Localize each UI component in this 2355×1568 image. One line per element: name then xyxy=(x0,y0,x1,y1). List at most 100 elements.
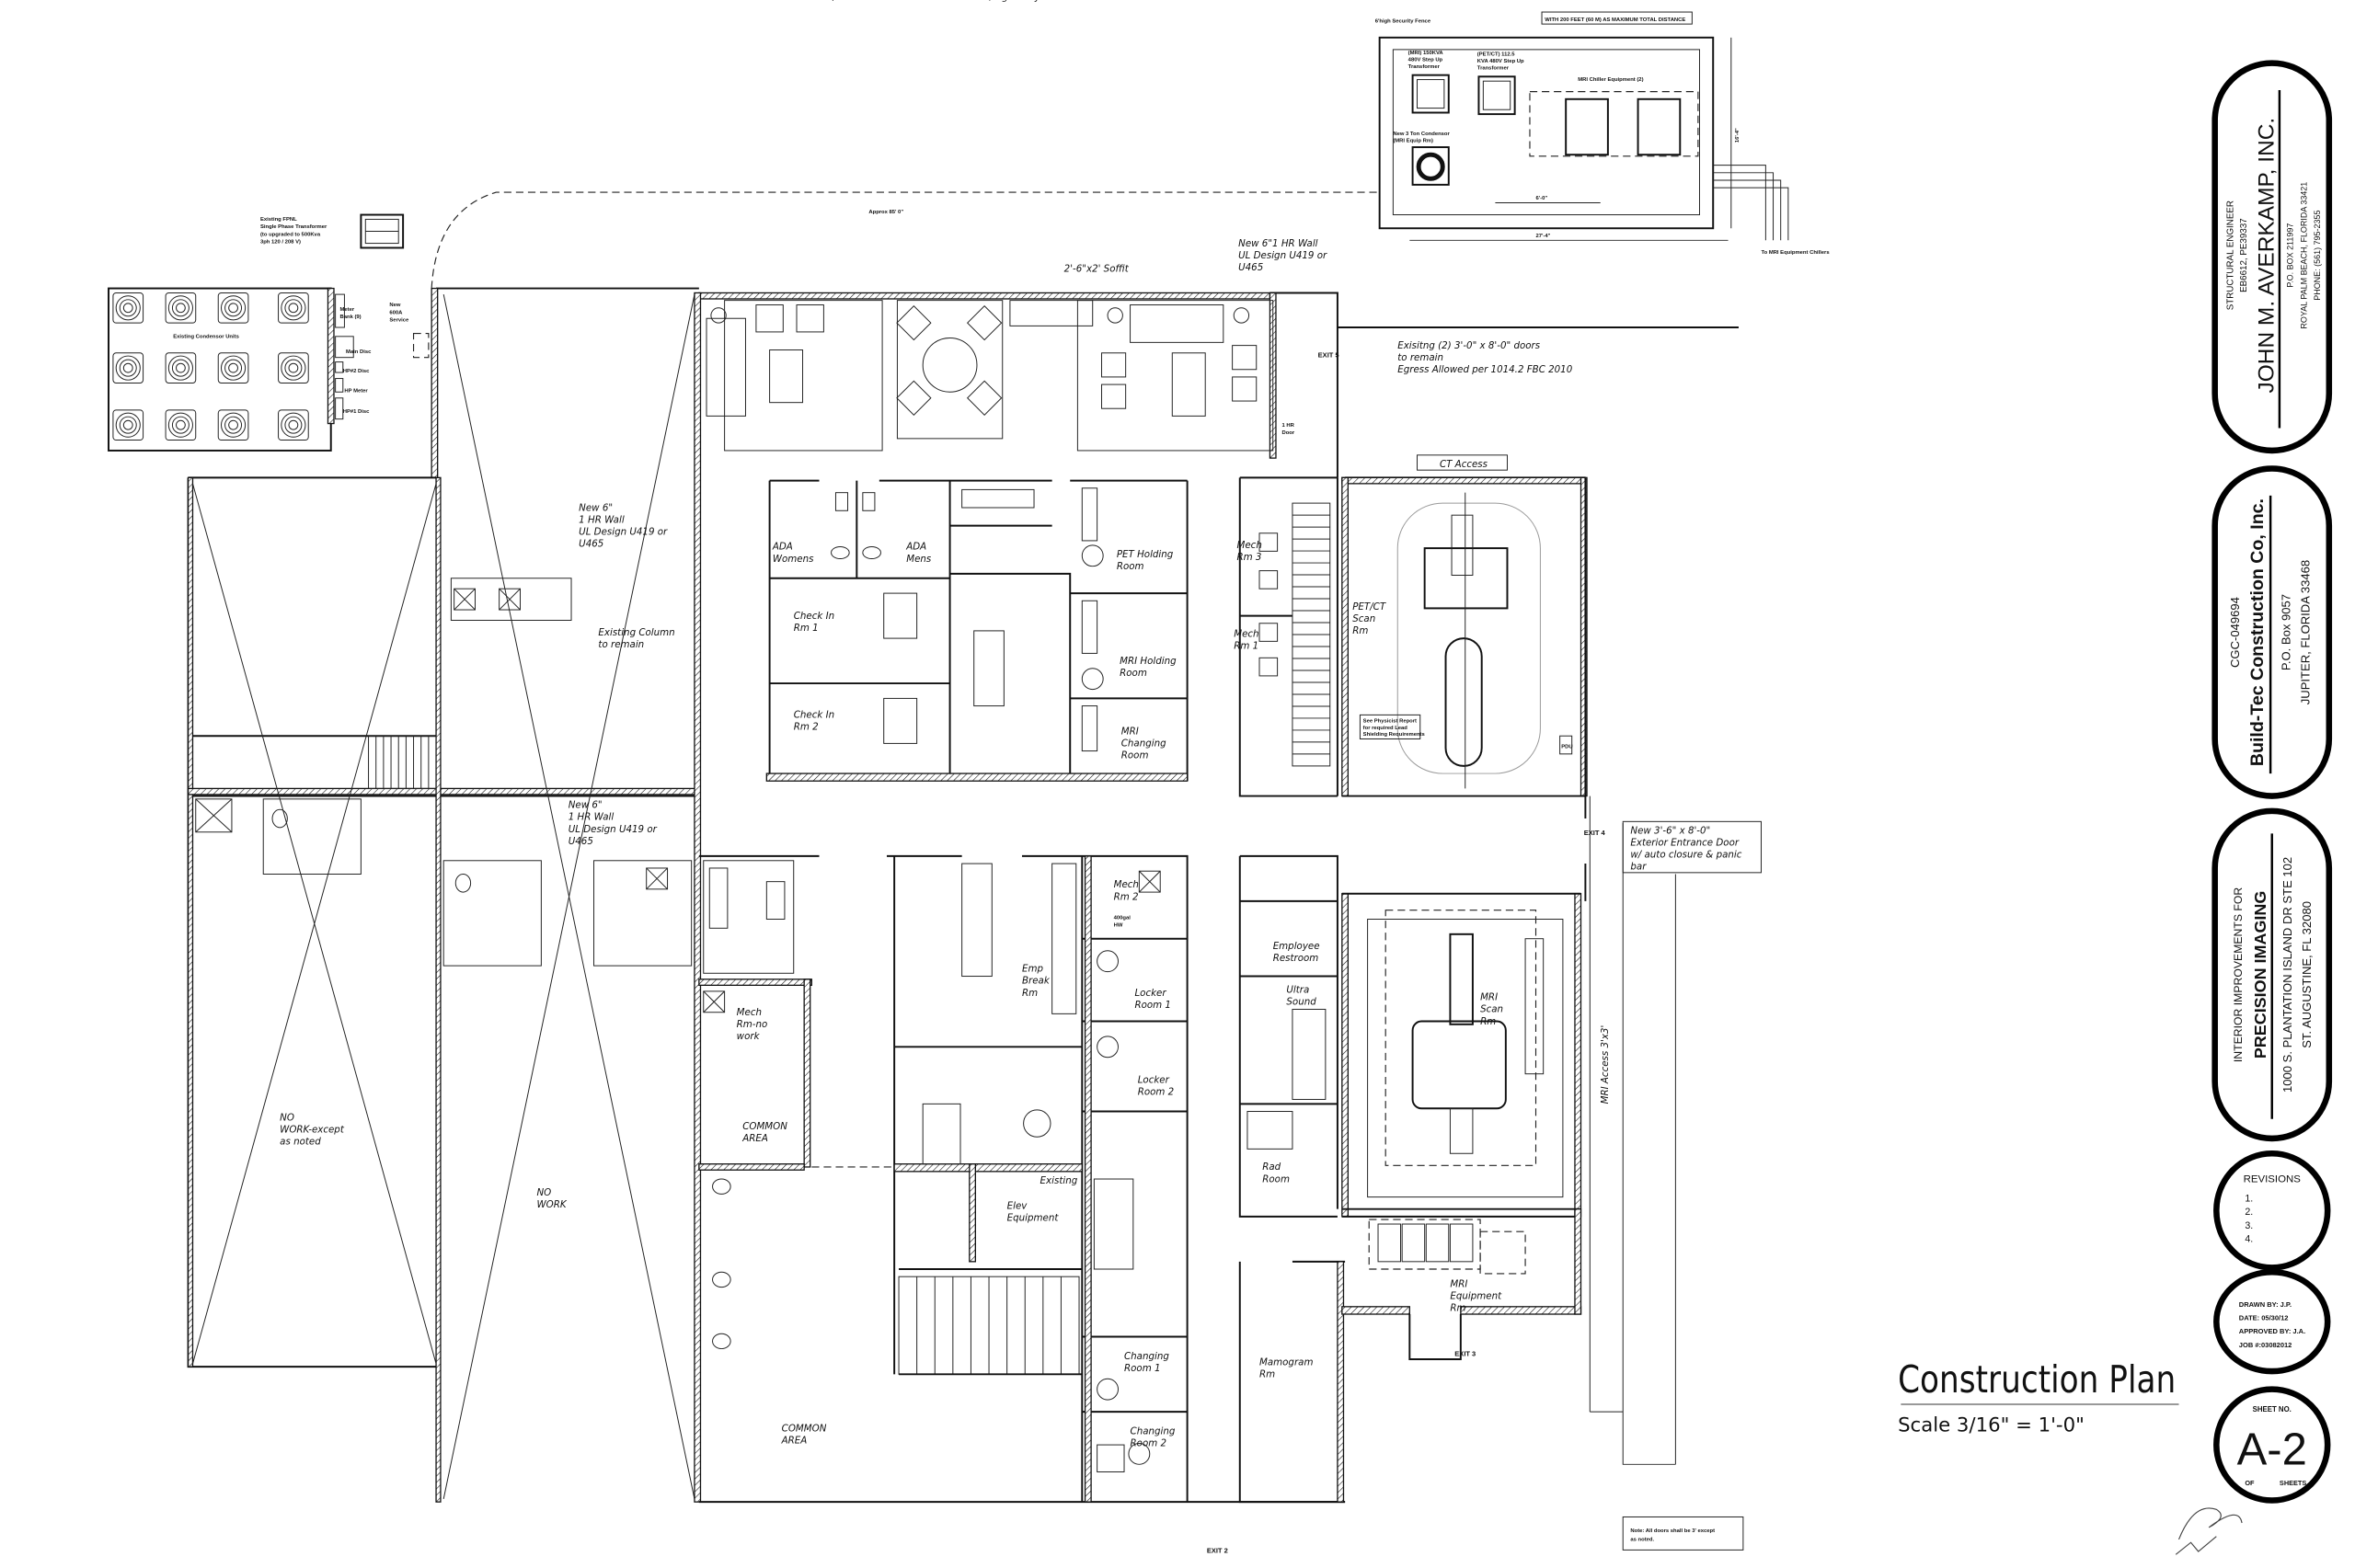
label-notes-ct_access: CT Access xyxy=(1440,459,1488,470)
stairs-lower xyxy=(898,1276,1080,1375)
wall xyxy=(1574,893,1582,1218)
label-notes-soffit: 2'-6"x2' Soffit xyxy=(1064,264,1130,275)
label-notes-hw-0: 400gal xyxy=(1114,915,1132,921)
label-equipment_yard-dim_depth: 16'-4" xyxy=(1735,128,1740,143)
label-equipment_yard-fence: 6'high Security Fence xyxy=(1375,18,1431,24)
label-notes-wall_left2-3: U465 xyxy=(569,836,593,847)
label-rooms-mri_scan-1: Scan xyxy=(1480,1004,1503,1015)
equipment-yard xyxy=(1378,11,1789,241)
label-rooms-mech_nowork-1: Rm-no xyxy=(737,1019,768,1030)
label-rooms-common2-0: COMMON xyxy=(782,1423,827,1434)
label-notes-hw-1: HW xyxy=(1114,923,1123,929)
condenser-unit xyxy=(278,352,309,383)
label-equipment_yard-condensor-0: New 3 Ton Condensor xyxy=(1393,132,1450,137)
label-rooms-petct-1: Scan xyxy=(1352,613,1375,624)
label-notes-no_work_except-0: NO xyxy=(280,1112,294,1123)
label-notes-doors-1: to remain xyxy=(1397,352,1443,363)
label-rooms-mamogram-1: Rm xyxy=(1259,1369,1275,1380)
label-rooms-rad-0: Rad xyxy=(1262,1162,1281,1173)
label-rooms-petct-0: PET/CT xyxy=(1352,601,1386,612)
condenser-units xyxy=(108,287,332,452)
label-rooms-mech1-0: Mech xyxy=(1234,628,1258,639)
label-notes-wall_left1-1: 1 HR Wall xyxy=(579,514,625,525)
wall xyxy=(698,1163,805,1171)
label-rooms-mech1-1: Rm 1 xyxy=(1234,641,1258,652)
label-rooms-checkin1-1: Rm 1 xyxy=(794,623,819,634)
label-title_block-project-city: ST. AUGUSTINE, FL 32080 xyxy=(2300,901,2314,1048)
label-notes-wall_top-2: U465 xyxy=(1238,262,1263,273)
label-title_block-sheet-sheets: SHEETS xyxy=(2280,1479,2306,1487)
label-rooms-break-2: Rm xyxy=(1022,988,1038,999)
label-site-hp1: HP#1 Disc xyxy=(343,409,370,415)
label-notes-wall_left1-2: UL Design U419 or xyxy=(579,526,668,537)
label-notes-no_work_except-1: WORK-except xyxy=(280,1124,345,1135)
waiting-furniture xyxy=(706,300,1274,452)
label-equipment_yard-dim_width: 27'-4" xyxy=(1536,234,1551,239)
label-rooms-common1-1: AREA xyxy=(741,1133,768,1144)
label-rooms-mri_holding-1: Room xyxy=(1120,668,1147,679)
label-rooms-elev_equip-0: Elev xyxy=(1007,1201,1028,1212)
label-notes-hr_door-0: 1 HR xyxy=(1282,423,1295,429)
label-notes-wall_left1-0: New 6" xyxy=(579,502,613,513)
condenser-unit xyxy=(217,352,249,383)
wall xyxy=(765,773,1189,782)
label-rooms-office1-0: Office 1 xyxy=(965,0,1002,3)
wall xyxy=(327,287,335,425)
label-rooms-checkin1-0: Check In xyxy=(794,611,834,622)
label-rooms-mri_changing-1: Changing xyxy=(1121,738,1166,750)
label-rooms-petct-2: Rm xyxy=(1352,625,1368,636)
wall xyxy=(893,1163,1083,1173)
mri-equipment xyxy=(1368,1219,1526,1275)
title-block xyxy=(1901,60,2333,1555)
label-sheet-scale: Scale 3/16" = 1'-0" xyxy=(1898,1413,2085,1436)
label-title_block-engineer-license: EB6612, PE39337 xyxy=(2239,218,2249,292)
label-notes-doors-2: Egress Allowed per 1014.2 FBC 2010 xyxy=(1397,364,1572,375)
stairs-left xyxy=(368,735,437,789)
no-work-x-center xyxy=(442,293,695,1499)
label-rooms-locker2-1: Room 2 xyxy=(1138,1087,1175,1098)
label-rooms-locker2-0: Locker xyxy=(1138,1074,1170,1085)
label-notes-physicist-0: See Physicist Report xyxy=(1363,719,1417,725)
label-site-transformer-0: Existing FPNL xyxy=(260,217,297,223)
label-notes-exterior_door-0: New 3'-6" x 8'-0" xyxy=(1630,825,1710,836)
label-rooms-mech2-1: Rm 2 xyxy=(1114,891,1139,902)
stairs-right xyxy=(1292,502,1331,767)
wall xyxy=(1574,1208,1582,1315)
wall xyxy=(1341,1306,1410,1315)
label-title_block-info-date: DATE: 05/30/12 xyxy=(2239,1314,2289,1322)
label-exits-2: EXIT 3 xyxy=(1454,1350,1476,1358)
label-notes-wall_left2-2: UL Design U419 or xyxy=(569,824,658,835)
petct-scanner xyxy=(1359,492,1573,789)
label-rooms-dexa-0: Dexa xyxy=(1106,0,1120,2)
label-site-transformer-2: (to upgraded to 500Kva xyxy=(260,232,321,237)
condenser-unit xyxy=(165,292,197,324)
label-notes-doors-0: Exisitng (2) 3'-0" x 8'-0" doors xyxy=(1397,340,1541,351)
label-notes-wall_left2-0: New 6" xyxy=(569,800,603,811)
label-title_block-info-job: JOB #:03082012 xyxy=(2239,1341,2292,1349)
label-rooms-changing2-0: Changing xyxy=(1131,1426,1176,1437)
label-site-transformer-3: 3ph 120 / 208 V) xyxy=(260,240,301,246)
wall xyxy=(969,1163,976,1263)
label-title_block-engineer-po: P.O. BOX 211997 xyxy=(2286,223,2295,288)
label-rooms-mech2-0: Mech xyxy=(1114,879,1139,890)
label-title_block-contractor-license: CGC-049694 xyxy=(2228,597,2242,668)
label-title_block-project-prefix: INTERIOR IMPROVEMENTS FOR xyxy=(2232,887,2245,1062)
label-title_block-info-approved: APPROVED BY: J.A. xyxy=(2239,1327,2305,1335)
site-boundary-dashed xyxy=(431,191,1380,289)
label-notes-wall_top-1: UL Design U419 or xyxy=(1238,250,1327,261)
label-rooms-mri_equip-0: MRI xyxy=(1450,1279,1467,1290)
label-rooms-mri_scan-2: Rm xyxy=(1480,1016,1496,1027)
label-notes-pdu: PDU xyxy=(1561,744,1572,750)
label-sheet-note-0: Note: All doors shall be 3' except xyxy=(1630,1528,1715,1534)
label-title_block-sheet-label: SHEET NO. xyxy=(2253,1405,2292,1413)
label-notes-wall_left1-3: U465 xyxy=(579,538,603,549)
label-rooms-reception-0: Reception xyxy=(819,0,845,2)
wall xyxy=(698,979,812,986)
wall xyxy=(187,787,700,795)
condenser-unit xyxy=(112,352,144,383)
label-notes-column-1: to remain xyxy=(598,639,644,650)
label-title_block-info-drawn: DRAWN BY: J.P. xyxy=(2239,1300,2292,1309)
label-rooms-locker1-0: Locker xyxy=(1134,988,1166,999)
electrical-panels xyxy=(335,293,430,420)
label-rooms-pet_holding-1: Room xyxy=(1117,561,1144,572)
